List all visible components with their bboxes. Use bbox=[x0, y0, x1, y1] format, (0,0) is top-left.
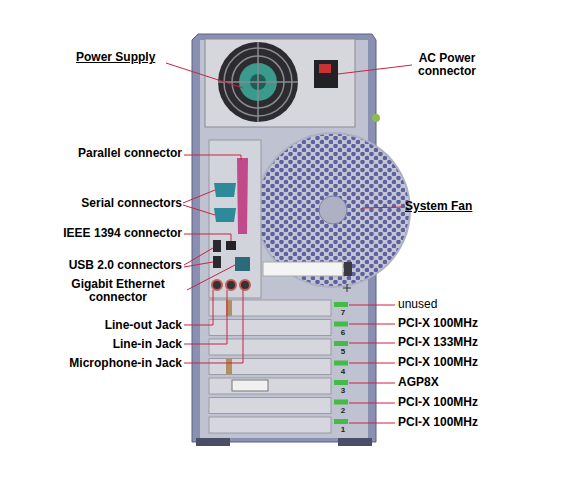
fan-grille bbox=[255, 132, 411, 288]
ieee1394-port bbox=[226, 241, 236, 250]
slot-label: PCI-X 133MHz bbox=[398, 336, 518, 349]
slot-latches bbox=[334, 302, 348, 424]
slot-number: 7 bbox=[335, 308, 351, 317]
callout-label: System Fan bbox=[405, 200, 495, 213]
psu-grille bbox=[257, 42, 259, 122]
slot-number: 3 bbox=[335, 386, 351, 395]
fan-hub bbox=[319, 196, 347, 224]
callout-label: USB 2.0 connectors bbox=[30, 259, 182, 272]
callout-label: Microphone-in Jack bbox=[20, 357, 182, 370]
ethernet-port bbox=[235, 257, 250, 271]
lock-tab bbox=[344, 262, 352, 276]
slot-label: PCI-X 100MHz bbox=[398, 416, 518, 429]
usb-port bbox=[213, 256, 221, 268]
serial-port bbox=[214, 183, 236, 197]
slot-number: 5 bbox=[335, 347, 351, 356]
usb-port bbox=[213, 240, 221, 252]
callout-label: Parallel connector bbox=[40, 147, 182, 160]
slot-number: 4 bbox=[335, 367, 351, 376]
ac-power-socket bbox=[314, 60, 338, 88]
plus-mark bbox=[347, 284, 348, 292]
callout-label: AC Power connector bbox=[404, 52, 490, 78]
callout-label: Gigabit Ethernet connector bbox=[50, 278, 186, 304]
psu-fan bbox=[218, 42, 298, 122]
serial-port bbox=[214, 208, 236, 222]
slot-label: PCI-X 100MHz bbox=[398, 396, 518, 409]
slot-number: 1 bbox=[335, 425, 351, 434]
leader-lines bbox=[166, 63, 412, 423]
slot-number: 2 bbox=[335, 406, 351, 415]
slot-label: AGP8X bbox=[398, 376, 518, 389]
parallel-port bbox=[237, 158, 248, 234]
callout-label: Serial connectors bbox=[40, 197, 182, 210]
audio-jack bbox=[226, 280, 236, 290]
slot-label: PCI-X 100MHz bbox=[398, 356, 518, 369]
audio-jack bbox=[240, 280, 250, 290]
audio-jack bbox=[212, 280, 222, 290]
slot-number: 6 bbox=[335, 328, 351, 337]
ac-power-switch bbox=[319, 64, 331, 73]
callout-label: Line-in Jack bbox=[30, 338, 182, 351]
callout-label: Line-out Jack bbox=[30, 319, 182, 332]
callout-label: IEEE 1394 connector bbox=[30, 227, 182, 240]
case-foot bbox=[196, 438, 230, 446]
slot-label: unused bbox=[398, 298, 518, 311]
barcode-sticker bbox=[263, 262, 343, 276]
case-foot bbox=[338, 438, 372, 446]
slot-label: PCI-X 100MHz bbox=[398, 317, 518, 330]
screw bbox=[372, 114, 380, 122]
fan-rim bbox=[255, 132, 411, 288]
callout-label: Power Supply bbox=[76, 51, 168, 64]
